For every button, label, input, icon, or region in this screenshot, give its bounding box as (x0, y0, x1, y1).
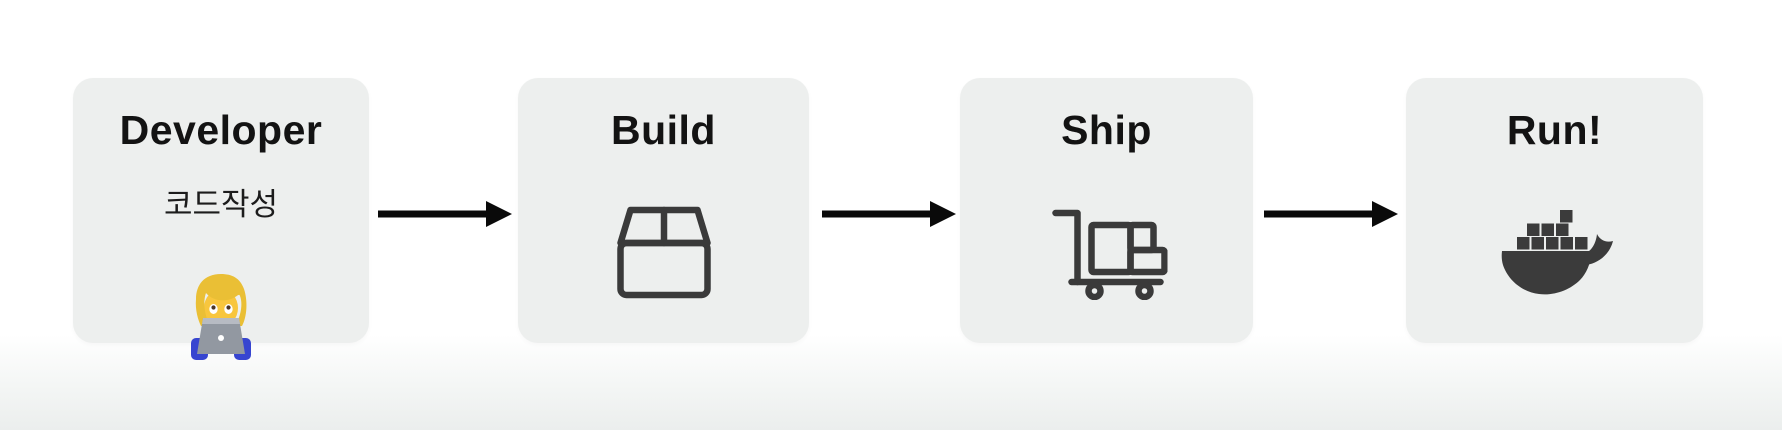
step-card-ship: Ship (960, 78, 1253, 343)
woman-technologist-emoji (188, 272, 254, 365)
step-card-developer: Developer 코드작성 (73, 78, 369, 360)
step-title: Developer (119, 107, 323, 153)
arrow-right-icon (378, 201, 512, 227)
step-title: Ship (1061, 107, 1152, 153)
step-subtitle: 코드작성 (163, 187, 279, 222)
docker-whale-icon (1496, 210, 1614, 301)
step-title: Build (611, 107, 716, 153)
step-card-run: Run! (1406, 78, 1703, 343)
arrow-right-icon (822, 201, 956, 227)
step-title: Run! (1506, 107, 1603, 153)
step-card-build: Build (518, 78, 809, 343)
arrow-right-icon (1264, 201, 1398, 227)
hand-truck-icon (1046, 203, 1168, 305)
package-box-icon (616, 206, 711, 304)
